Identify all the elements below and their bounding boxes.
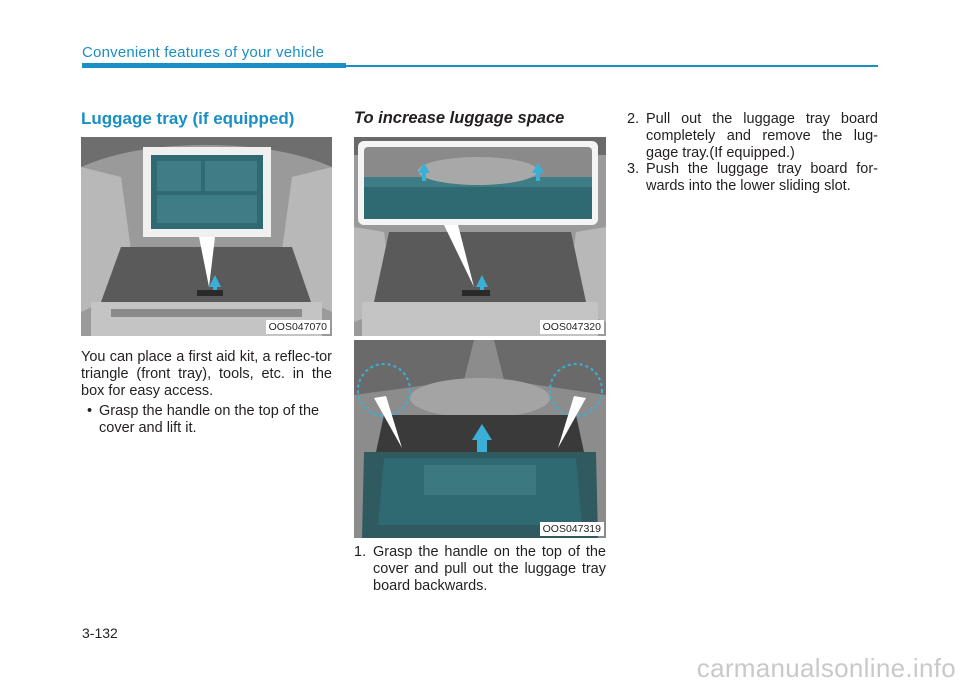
section-header-title: Convenient features of your vehicle (82, 44, 325, 61)
step-3: 3. Push the luggage tray board for-wards… (627, 161, 878, 195)
step-number: 3. (627, 161, 640, 177)
bullet-text: Grasp the handle on the top of the cover… (99, 403, 320, 436)
body-paragraph: You can place a first aid kit, a reflec-… (81, 349, 332, 399)
step-text: Push the luggage tray board for-wards in… (646, 161, 878, 194)
figure-code: OOS047319 (539, 522, 604, 536)
bullet-mark: • (87, 403, 93, 419)
luggage-space-figure-2: OOS047319 (354, 340, 606, 538)
step-number: 2. (627, 111, 640, 127)
step-2: 2. Pull out the luggage tray board compl… (627, 111, 878, 162)
step-text: Grasp the handle on the top of the cover… (373, 544, 606, 594)
header-rule-thick (82, 63, 346, 68)
page-number: 3-132 (82, 625, 118, 641)
bullet-list-item: • Grasp the handle on the top of the cov… (87, 403, 332, 437)
step-number: 1. (354, 544, 367, 560)
figure-code: OOS047320 (539, 320, 604, 334)
luggage-tray-figure: OOS047070 (81, 137, 332, 336)
watermark: carmanualsonline.info (696, 653, 956, 683)
subsection-title: To increase luggage space (354, 109, 565, 127)
header-rule-thin (346, 65, 878, 67)
luggage-space-figure-1: OOS047320 (354, 137, 606, 336)
section-title: Luggage tray (if equipped) (81, 109, 295, 128)
step-text: Pull out the luggage tray board complete… (646, 111, 878, 161)
figure-code: OOS047070 (265, 320, 330, 334)
step-1: 1. Grasp the handle on the top of the co… (354, 544, 606, 595)
